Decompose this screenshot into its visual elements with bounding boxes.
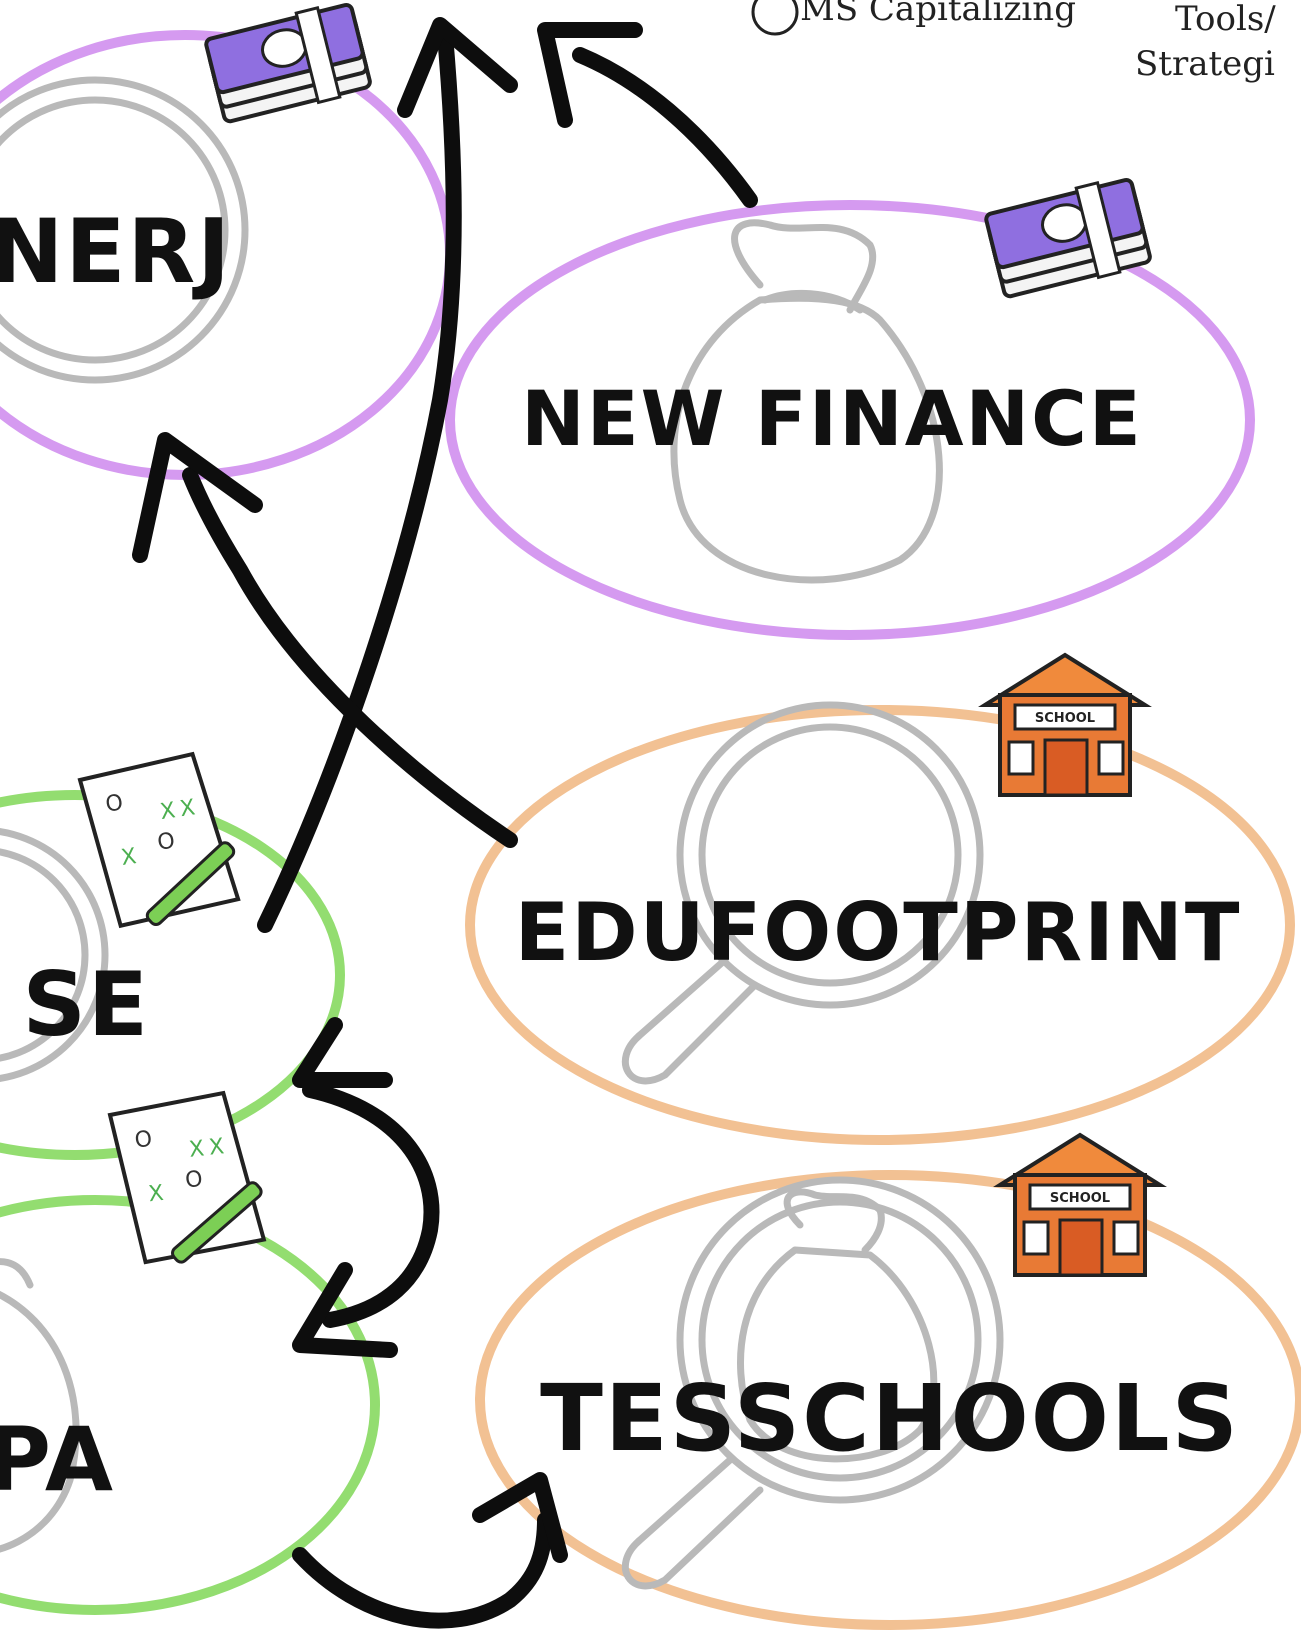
arrow-newfinance-to-top <box>572 47 758 208</box>
magnifier-icon <box>621 701 984 1085</box>
legend-circle-icon <box>751 0 799 36</box>
pa-ellipse <box>0 1195 380 1615</box>
arrow-pa-to-tesschools <box>292 1512 553 1629</box>
school-sign: SCHOOL <box>1050 1191 1110 1206</box>
plan-x-mark: X <box>120 844 138 871</box>
game-plan-icon: O X X O X <box>107 1090 267 1265</box>
sun-icon <box>0 76 249 384</box>
arrow-newfinance-to-top-head <box>537 22 643 128</box>
plan-x-mark: X <box>188 1136 206 1162</box>
plan-x-mark: X <box>208 1134 226 1160</box>
plan-x-mark: X <box>159 798 177 825</box>
arrow-se-pa-loop-head-top <box>292 1017 393 1088</box>
pa-label: PA <box>0 1408 115 1511</box>
connector-arrows <box>132 17 758 1629</box>
legend-capitalizing-text: MS Capitalizing <box>800 0 1076 29</box>
circle-icon <box>0 828 109 1082</box>
school-building-icon: SCHOOL <box>993 1132 1167 1277</box>
se-ellipse <box>0 790 345 1160</box>
plan-o-mark: O <box>104 790 125 817</box>
arrow-se-pa-loop-head-bottom <box>292 1262 398 1358</box>
school-building-icon: SCHOOL <box>978 652 1152 797</box>
se-label: SE <box>23 953 151 1056</box>
tesschools-label: TESSCHOOLS <box>540 1365 1240 1472</box>
plan-o-mark: O <box>184 1167 204 1194</box>
cash-bundle-icon <box>204 2 372 124</box>
arrow-pa-to-tesschools-head <box>472 1472 568 1563</box>
arrow-se-to-top <box>257 27 462 933</box>
game-plan-icon: O X X O X <box>77 751 241 929</box>
cash-bundle-icon <box>984 177 1152 299</box>
tesschools-ellipse <box>475 1170 1301 1630</box>
new-finance-ellipse <box>445 200 1255 640</box>
new-finance-label: NEW FINANCE <box>521 374 1143 463</box>
magnifier-money-bag-icon <box>621 1176 1004 1590</box>
legend-tools-text: Tools/ <box>1175 0 1276 39</box>
school-sign: SCHOOL <box>1035 711 1095 726</box>
nerj-label: NERJ <box>0 200 232 303</box>
money-bag-icon <box>0 1258 80 1553</box>
money-bag-icon <box>670 219 943 584</box>
legend: MS Capitalizing Tools/ Strategi <box>751 0 1276 84</box>
plan-o-mark: O <box>134 1127 154 1154</box>
edufootprint-label: EDUFOOTPRINT <box>515 886 1242 979</box>
arrow-se-pa-loop <box>302 1082 440 1328</box>
plan-x-mark: X <box>178 795 196 822</box>
plan-x-mark: X <box>147 1181 165 1207</box>
legend-strategies-text: Strategi <box>1135 44 1275 84</box>
arrow-se-to-top-head <box>397 17 518 118</box>
arrow-edufootprint-to-nerj <box>182 467 518 848</box>
arrow-edufootprint-to-nerj-head <box>132 432 263 563</box>
plan-o-mark: O <box>156 829 177 856</box>
